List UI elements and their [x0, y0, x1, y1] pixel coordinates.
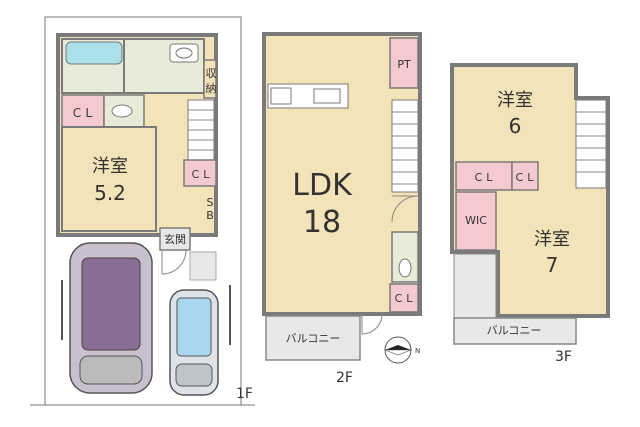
- balcony-3f-side: [453, 253, 497, 321]
- balcony-3f: [453, 317, 577, 345]
- balcony-label-2f: バルコニー: [286, 332, 341, 345]
- toilet-2f: [398, 258, 412, 278]
- closet-1f-b: [183, 159, 217, 187]
- ldk-size: 18: [303, 205, 341, 240]
- compass: N: [384, 336, 420, 364]
- entrance: [159, 227, 191, 251]
- toilet-door-swing: [391, 195, 419, 223]
- balcony-door-swing: [361, 313, 383, 335]
- storage-1f: [203, 59, 217, 99]
- balcony-label-3f: バルコニー: [487, 324, 542, 337]
- stairs-3f: [575, 99, 607, 189]
- closet-label-1f: ＣＬ: [71, 106, 95, 120]
- pantry-label: PT: [397, 58, 411, 71]
- pantry: [389, 37, 419, 89]
- entrance-label: 玄関: [164, 232, 186, 246]
- car-large: [69, 242, 153, 394]
- floor-label-3f: 3F: [555, 349, 572, 365]
- storage-label-top: 収: [206, 67, 217, 80]
- closet-3f-b: [511, 161, 539, 191]
- washbasin: [169, 43, 199, 63]
- closet-3f-a: [455, 161, 513, 191]
- floor-2f: PT ＣＬ LDK 18 バルコニー N: [262, 32, 422, 386]
- floor-label-2f: 2F: [336, 370, 353, 386]
- stairs-1f: [187, 99, 215, 161]
- toilet-1f: [111, 104, 133, 118]
- storage-label-bottom: 納: [206, 82, 217, 95]
- closet-2f: [389, 283, 419, 313]
- balcony-2f: [265, 315, 361, 361]
- kitchen-sink: [313, 88, 341, 104]
- western-room-1f-label: 洋室: [92, 156, 128, 177]
- car-small: [169, 289, 219, 396]
- western-room-b-label: 洋室: [534, 229, 570, 250]
- floor-3f: 洋室 6 ＣＬ ＣＬ WIC 洋室 7 バルコニー 3F: [450, 63, 610, 365]
- bathtub: [65, 41, 123, 65]
- closet-label-3f-b: ＣＬ: [514, 171, 536, 184]
- entrance-door-swing: [161, 249, 187, 275]
- floor-1f: 収 納 ＣＬ 洋室 5.2 ＣＬ S B 玄関: [30, 16, 255, 406]
- western-room-a-label: 洋室: [497, 90, 533, 111]
- floor-label-1f: 1F: [236, 386, 253, 402]
- wic-label: WIC: [465, 214, 487, 227]
- entry-porch: [189, 251, 217, 281]
- western-room-b-size: 7: [546, 253, 559, 277]
- shoe-box-top: S: [207, 196, 214, 209]
- closet-label-3f-a: ＣＬ: [473, 171, 495, 184]
- closet-label-2f: ＣＬ: [393, 292, 415, 305]
- western-room-1f: [61, 126, 157, 232]
- compass-letter: N: [415, 347, 420, 355]
- western-room-a-size: 6: [509, 114, 522, 138]
- sink-bowl: [175, 47, 193, 59]
- western-room-1f-size: 5.2: [94, 181, 126, 205]
- shoe-box-bottom: B: [206, 209, 214, 222]
- ldk-label: LDK: [292, 168, 353, 203]
- stairs-2f: [391, 99, 419, 193]
- closet-label-1f-b: ＣＬ: [190, 168, 212, 181]
- stove: [270, 87, 292, 105]
- walk-in-closet: [455, 191, 497, 251]
